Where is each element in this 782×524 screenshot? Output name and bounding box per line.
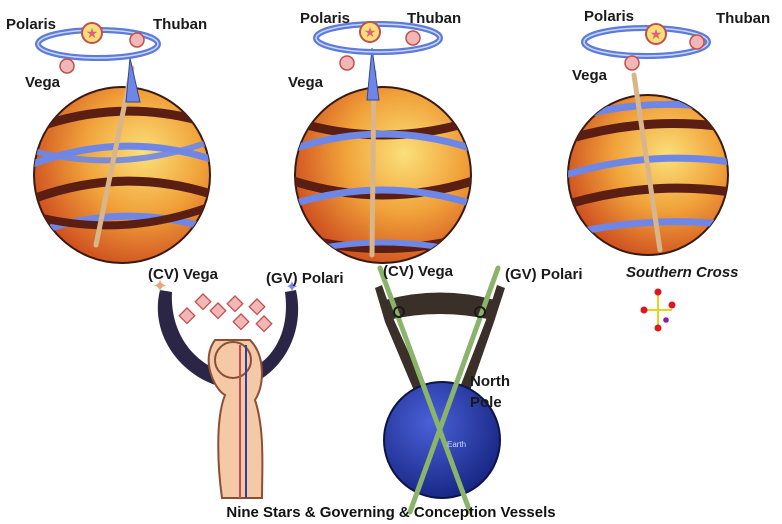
southern-cross-icon xyxy=(641,289,676,332)
svg-text:★: ★ xyxy=(86,25,99,41)
panel-1-star-thuban xyxy=(130,33,144,47)
panel-2: ★ xyxy=(290,22,476,263)
human-figure: ✦ ✦ xyxy=(152,276,298,498)
caption: Nine Stars & Governing & Conception Vess… xyxy=(0,504,782,521)
svg-text:★: ★ xyxy=(364,24,377,40)
panel-1-label-polaris: Polaris xyxy=(6,16,56,33)
earth-label: Earth xyxy=(447,440,466,449)
figure-left-gv-label: (GV) Polari xyxy=(266,270,344,287)
panel-3-label-vega: Vega xyxy=(572,67,607,84)
panel-3-star-thuban xyxy=(690,35,704,49)
panel-1-label-vega: Vega xyxy=(25,74,60,91)
earth-figure xyxy=(375,268,505,512)
panel-3-star-vega xyxy=(625,56,639,70)
panel-1-star-vega xyxy=(60,59,74,73)
north-pole-label-line-1: North xyxy=(470,373,510,390)
southern-cross-label: Southern Cross xyxy=(626,264,739,281)
nine-stars-cluster xyxy=(179,294,272,332)
north-pole-label-line-2: Pole xyxy=(470,394,502,411)
panel-2-label-polaris: Polaris xyxy=(300,10,350,27)
panel-2-sphere xyxy=(290,87,476,263)
figure-right-cv-label: (CV) Vega xyxy=(383,263,453,280)
figure-left-cv-label: (CV) Vega xyxy=(148,266,218,283)
figure-right-gv-label: (GV) Polari xyxy=(505,266,583,283)
panel-2-label-vega: Vega xyxy=(288,74,323,91)
svg-text:★: ★ xyxy=(650,26,663,42)
panel-2-label-thuban: Thuban xyxy=(407,10,461,27)
panel-3-label-thuban: Thuban xyxy=(716,10,770,27)
panel-1: ★ xyxy=(30,23,214,263)
panel-3: ★ xyxy=(565,24,731,255)
panel-1-pointer xyxy=(126,58,140,102)
panel-2-star-polaris: ★ xyxy=(360,22,380,42)
panel-2-pointer xyxy=(367,48,379,100)
panel-1-label-thuban: Thuban xyxy=(153,16,207,33)
panel-1-star-polaris: ★ xyxy=(82,23,102,43)
panel-3-star-polaris: ★ xyxy=(646,24,666,44)
panel-3-label-polaris: Polaris xyxy=(584,8,634,25)
panel-2-star-vega xyxy=(340,56,354,70)
panel-2-star-thuban xyxy=(406,31,420,45)
